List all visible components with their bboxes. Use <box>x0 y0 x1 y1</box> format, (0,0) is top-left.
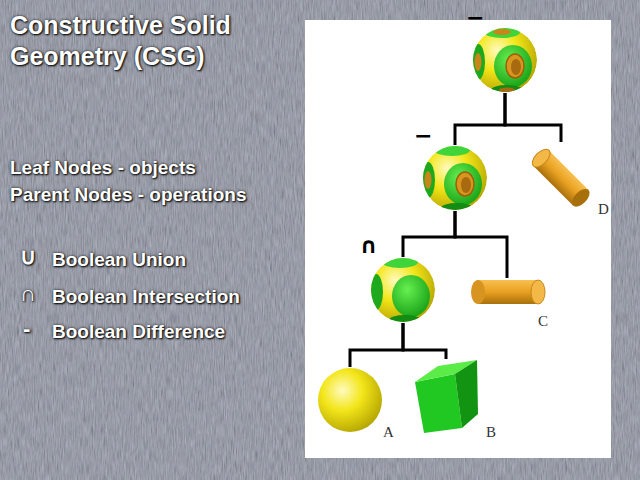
note-text: Parent Nodes - operations <box>10 184 247 206</box>
tree-bracket <box>403 323 446 359</box>
intersection-node: ∩ <box>370 257 436 323</box>
legend-text: Boolean Intersection <box>52 286 240 308</box>
csg-result: − <box>472 27 538 93</box>
node-label: C <box>538 314 548 329</box>
node-label: D <box>598 202 609 217</box>
node-label: − <box>466 7 484 29</box>
operator-symbol: ∪ <box>20 244 36 270</box>
sphere-a: A <box>317 367 383 433</box>
cylinder-d: D <box>525 142 597 214</box>
node-label: − <box>414 125 432 147</box>
tree-bracket <box>403 211 455 257</box>
tree-bracket <box>350 323 403 367</box>
cube-b: B <box>413 359 479 433</box>
tree-bracket <box>455 93 505 145</box>
operator-symbol: ∩ <box>20 281 36 307</box>
tree-bracket <box>455 211 507 278</box>
difference-node: − <box>422 145 488 211</box>
figure-panel <box>305 20 611 458</box>
note-text: Leaf Nodes - objects <box>10 157 196 179</box>
node-label: A <box>383 425 394 440</box>
slide-title: Constructive Solid Geometry (CSG) <box>10 10 272 72</box>
legend-text: Boolean Union <box>52 249 186 271</box>
cylinder-c: C <box>468 278 546 306</box>
node-label: ∩ <box>360 235 378 257</box>
legend-text: Boolean Difference <box>52 321 225 343</box>
tree-bracket <box>505 93 561 142</box>
node-label: B <box>486 425 496 440</box>
operator-symbol: - <box>23 316 30 342</box>
